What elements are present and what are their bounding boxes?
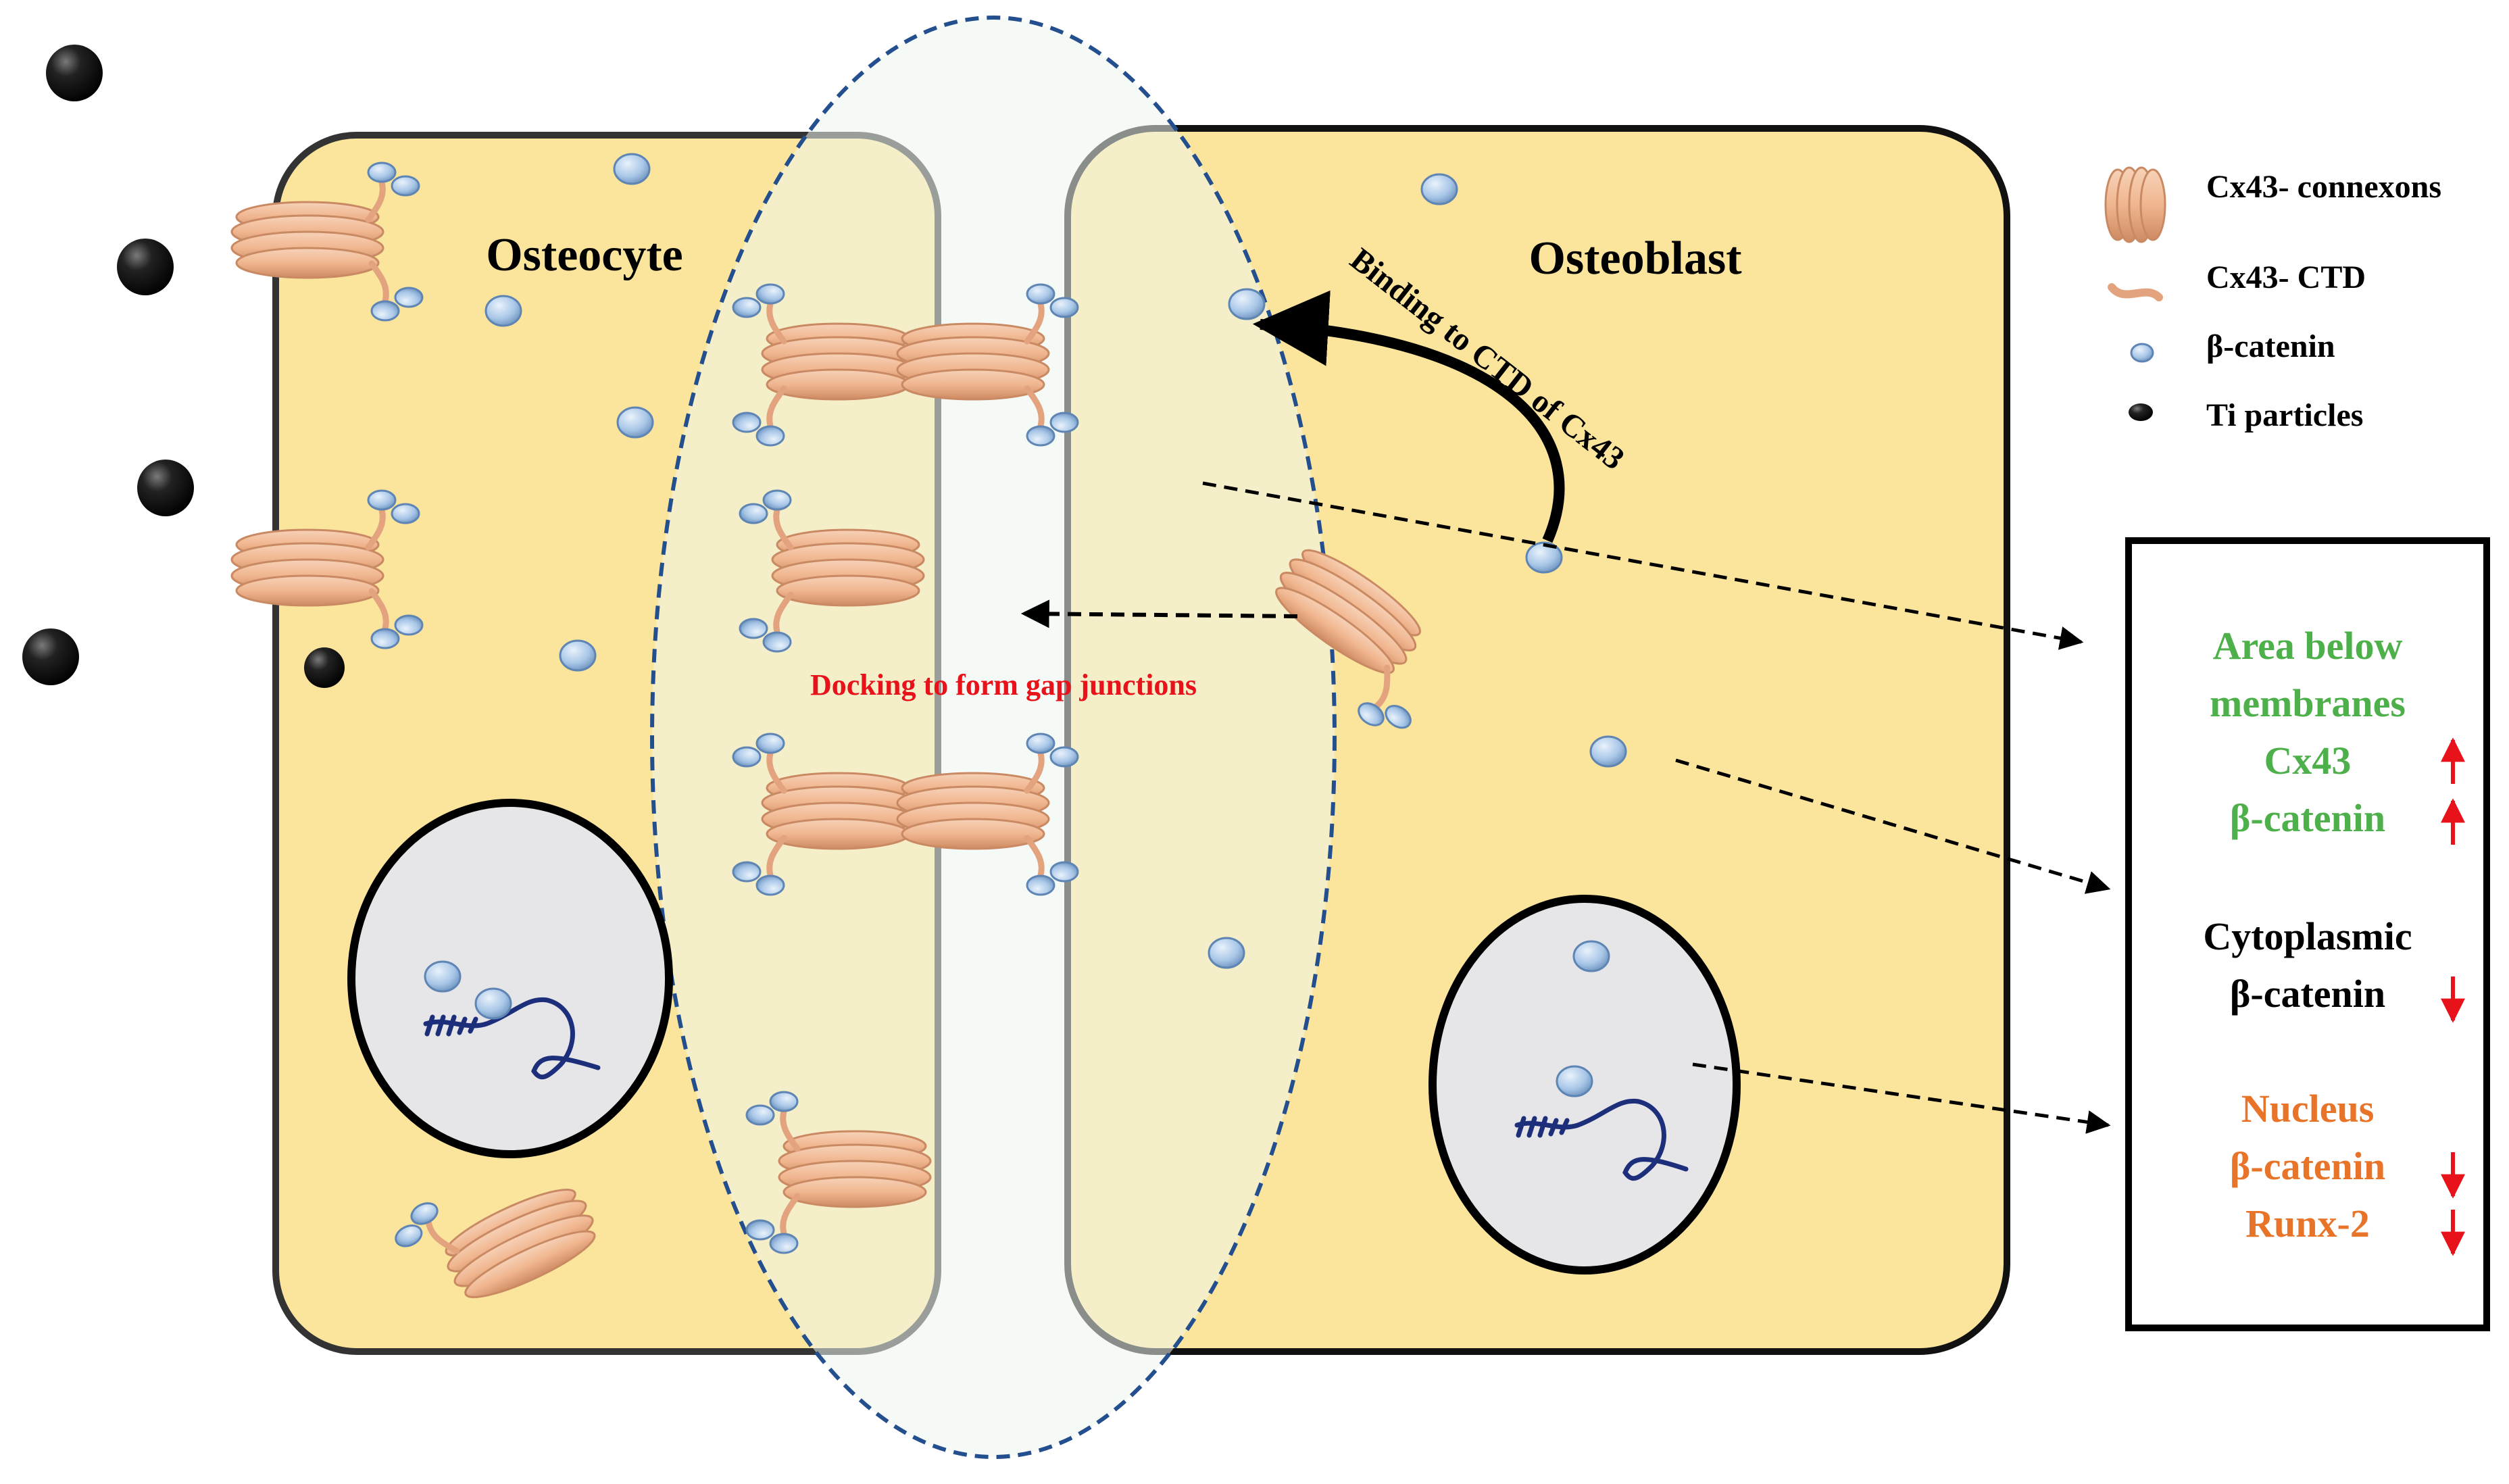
pointer-membrane — [1202, 481, 2084, 650]
summary-nucleus-bcat: β-catenin — [2230, 1144, 2385, 1188]
binding-arrow — [1252, 290, 1565, 543]
beta-catenin — [1228, 288, 1266, 320]
ti-particle — [117, 239, 174, 295]
dna-icon — [423, 997, 601, 1080]
summary-membrane-cx43: Cx43 — [2264, 739, 2352, 783]
summary-box — [2125, 537, 2490, 1331]
beta-catenin — [485, 295, 522, 327]
ti-particle — [137, 460, 194, 516]
docking-label: Docking to form gap junctions — [810, 668, 1197, 701]
ti-particle — [46, 45, 103, 101]
summary-cytoplasm: Cytoplasmic β-catenin — [2203, 914, 2412, 1016]
summary-cyto-bcat: β-catenin — [2230, 972, 2385, 1016]
osteocyte-nucleus — [347, 799, 673, 1158]
summary-membrane-line1: Area below — [2213, 624, 2403, 668]
pointer-cytoplasm — [1675, 758, 2111, 894]
beta-catenin — [474, 987, 512, 1020]
ti-particle — [22, 628, 79, 685]
beta-catenin — [613, 153, 651, 185]
beta-catenin — [1420, 173, 1458, 205]
beta-catenin — [559, 639, 597, 672]
summary-membrane-bcat: β-catenin — [2230, 796, 2385, 840]
beta-catenin — [1572, 940, 1610, 972]
osteocyte-label: Osteocyte — [486, 229, 683, 281]
legend-ti-particles: Ti particles — [2206, 397, 2363, 433]
ti-icon — [2129, 403, 2153, 421]
dna-icon — [1514, 1098, 1689, 1181]
summary-nucleus: Nucleus β-catenin Runx-2 — [2230, 1087, 2385, 1245]
legend-ctd: Cx43- CTD — [2206, 259, 2366, 295]
legend-connexons: Cx43- connexons — [2206, 169, 2441, 205]
legend: Cx43- connexons Cx43- CTD β-catenin Ti p… — [2104, 166, 2441, 433]
gap-junction-region — [650, 16, 1337, 1459]
docking-arrow — [1020, 599, 1298, 628]
beta-catenin — [1208, 937, 1245, 969]
summary-cyto-line1: Cytoplasmic — [2203, 914, 2412, 958]
legend-beta-catenin: β-catenin — [2206, 328, 2335, 364]
beta-catenin — [616, 406, 654, 439]
summary-membrane-line2: membranes — [2210, 681, 2406, 725]
pointer-nucleus — [1692, 1062, 2111, 1134]
ctd-icon — [2108, 283, 2163, 301]
osteoblast-label: Osteoblast — [1529, 232, 1742, 285]
ti-particle — [304, 647, 345, 688]
beta-catenin — [1589, 735, 1627, 768]
connexon-icon — [2104, 166, 2166, 243]
summary-nucleus-runx: Runx-2 — [2245, 1202, 2370, 1245]
beta-catenin — [424, 960, 462, 993]
summary-nucleus-line1: Nucleus — [2241, 1087, 2375, 1131]
summary-membrane: Area below membranes Cx43 β-catenin — [2210, 624, 2406, 840]
beta-catenin — [1556, 1065, 1593, 1097]
bcatenin-icon — [2130, 343, 2154, 363]
